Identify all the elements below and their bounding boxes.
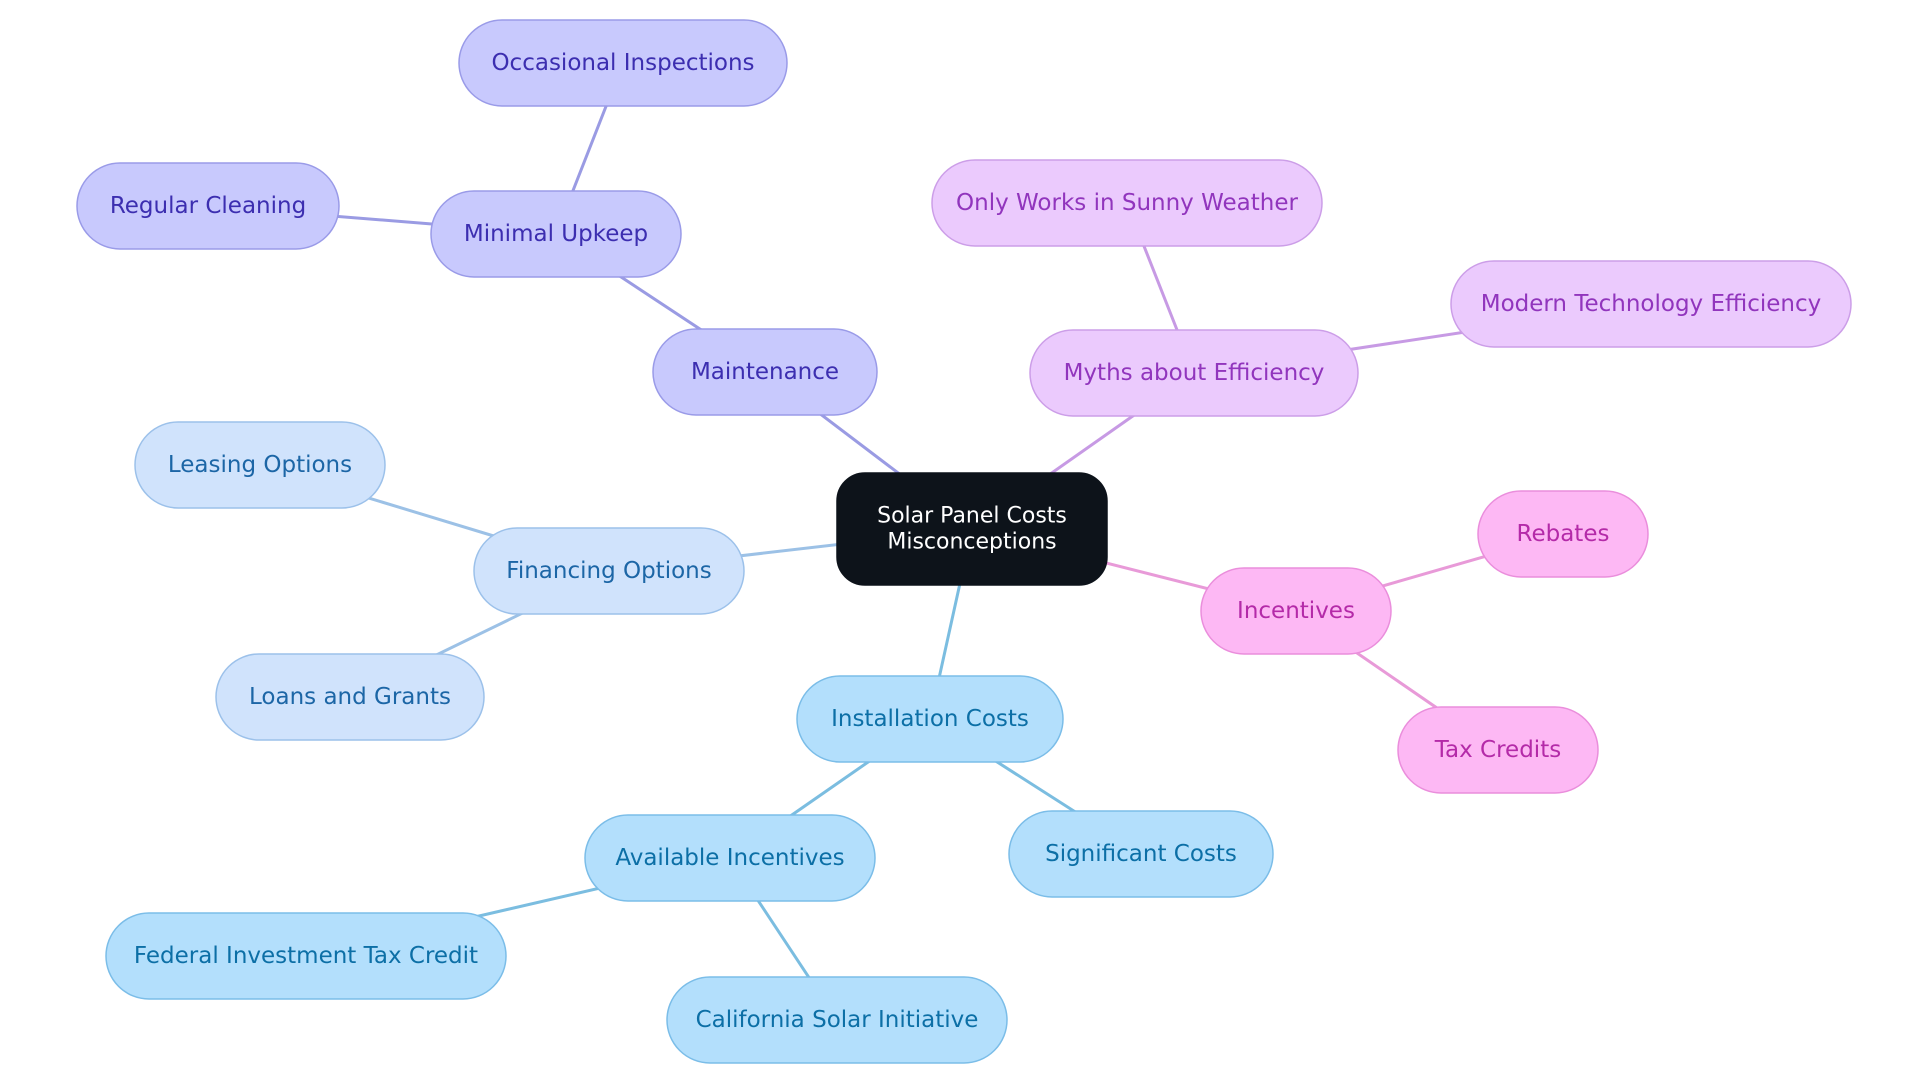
node-regular-cleaning-label: Regular Cleaning xyxy=(110,193,306,219)
node-incentives-box xyxy=(1200,567,1392,655)
node-incentives-label: Incentives xyxy=(1237,598,1355,624)
node-occasional-inspections-box xyxy=(458,19,788,107)
node-significant-costs-label: Significant Costs xyxy=(1045,841,1237,867)
node-financing-label: Financing Options xyxy=(506,558,711,584)
node-available-incentives-box xyxy=(584,814,876,902)
node-regular-cleaning: Regular Cleaning xyxy=(76,162,340,250)
node-loans-label: Loans and Grants xyxy=(249,684,451,710)
node-leasing-box xyxy=(134,421,386,509)
node-available-incentives-label: Available Incentives xyxy=(615,845,844,871)
node-maintenance-label: Maintenance xyxy=(691,359,839,385)
node-financing-box xyxy=(473,527,745,615)
node-myths-efficiency-box xyxy=(1029,329,1359,417)
node-modern-tech-box xyxy=(1450,260,1852,348)
node-installation-box xyxy=(796,675,1064,763)
node-federal-itc: Federal Investment Tax Credit xyxy=(105,912,507,1000)
node-available-incentives: Available Incentives xyxy=(584,814,876,902)
node-tax-credits-label: Tax Credits xyxy=(1434,737,1561,763)
node-leasing: Leasing Options xyxy=(134,421,386,509)
node-loans-box xyxy=(215,653,485,741)
node-root-label: Solar Panel Costs xyxy=(877,504,1067,529)
node-california-si-label: California Solar Initiative xyxy=(696,1007,979,1033)
node-installation: Installation Costs xyxy=(796,675,1064,763)
node-incentives: Incentives xyxy=(1200,567,1392,655)
node-tax-credits: Tax Credits xyxy=(1397,706,1599,794)
node-maintenance: Maintenance xyxy=(652,328,878,416)
node-significant-costs: Significant Costs xyxy=(1008,810,1274,898)
node-sunny-weather-box xyxy=(931,159,1323,247)
node-federal-itc-label: Federal Investment Tax Credit xyxy=(134,943,478,969)
node-rebates: Rebates xyxy=(1477,490,1649,578)
node-minimal-upkeep: Minimal Upkeep xyxy=(430,190,682,278)
node-occasional-inspections: Occasional Inspections xyxy=(458,19,788,107)
node-maintenance-box xyxy=(652,328,878,416)
node-rebates-box xyxy=(1477,490,1649,578)
node-sunny-weather-label: Only Works in Sunny Weather xyxy=(956,190,1298,216)
node-financing: Financing Options xyxy=(473,527,745,615)
node-significant-costs-box xyxy=(1008,810,1274,898)
node-regular-cleaning-box xyxy=(76,162,340,250)
node-minimal-upkeep-box xyxy=(430,190,682,278)
node-root-label: Misconceptions xyxy=(887,530,1056,555)
node-tax-credits-box xyxy=(1397,706,1599,794)
node-myths-efficiency: Myths about Efficiency xyxy=(1029,329,1359,417)
node-installation-label: Installation Costs xyxy=(831,706,1029,732)
node-loans: Loans and Grants xyxy=(215,653,485,741)
node-minimal-upkeep-label: Minimal Upkeep xyxy=(464,221,648,247)
node-myths-efficiency-label: Myths about Efficiency xyxy=(1064,360,1325,386)
node-california-si: California Solar Initiative xyxy=(666,976,1008,1064)
node-sunny-weather: Only Works in Sunny Weather xyxy=(931,159,1323,247)
node-occasional-inspections-label: Occasional Inspections xyxy=(491,50,754,76)
node-root-box xyxy=(836,472,1108,586)
node-rebates-label: Rebates xyxy=(1517,521,1610,547)
node-modern-tech: Modern Technology Efficiency xyxy=(1450,260,1852,348)
node-leasing-label: Leasing Options xyxy=(168,452,352,478)
node-california-si-box xyxy=(666,976,1008,1064)
node-modern-tech-label: Modern Technology Efficiency xyxy=(1481,291,1822,317)
node-federal-itc-box xyxy=(105,912,507,1000)
